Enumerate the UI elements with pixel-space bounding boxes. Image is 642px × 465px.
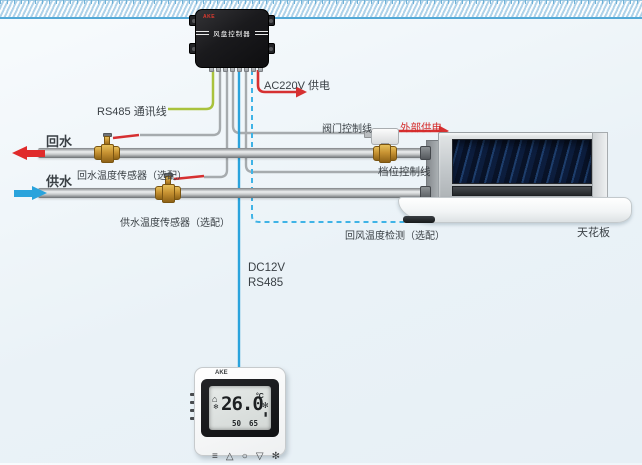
thermostat: AKE ⌂ ❄ 26.0 °C ✻ ▮ 50 65 ≡ △ ○ ▽ ✻ <box>194 367 286 462</box>
fan-status-icon: ✻ <box>262 401 269 410</box>
ac-power-wire <box>256 70 296 94</box>
return-pipe-union-nut <box>420 146 431 160</box>
return-air-label: 回风温度检测（选配） <box>345 231 445 242</box>
ceiling-slab <box>0 0 642 19</box>
thermostat-vent-slit <box>190 401 196 404</box>
supply-flow-arrow-shaft <box>14 190 32 197</box>
supply-water-label: 供水 <box>46 174 73 189</box>
return-flow-arrow-icon <box>12 146 27 160</box>
temp-down-icon: ▽ <box>255 451 264 462</box>
fan-coil-outlet-slot <box>452 186 592 196</box>
thermostat-vent-slit <box>190 393 196 396</box>
external-power-label: 外部供电 <box>400 122 442 134</box>
temperature-readout: 26.0 <box>221 393 264 415</box>
controller-decor-line <box>254 31 268 35</box>
ceiling-slab-ticks <box>0 0 642 4</box>
return-water-pipe <box>38 148 440 158</box>
thermostat-brand: AKE <box>215 370 228 376</box>
bus-rs485-label: RS485 <box>248 277 284 289</box>
controller-label: 风盘控制器 <box>213 31 251 38</box>
return-sensor-wire <box>140 70 222 137</box>
bus-dc12v-label: DC12V <box>248 262 286 274</box>
supply-sensor-label: 供水温度传感器（选配） <box>120 218 230 229</box>
controller-logo: AKE <box>203 14 216 20</box>
ceiling-label: 天花板 <box>577 227 610 239</box>
thermostat-vent-slit <box>190 409 196 412</box>
rs485-comm-wire <box>168 70 215 111</box>
thermostat-lcd: ⌂ ❄ 26.0 °C ✻ ▮ 50 65 <box>209 386 271 430</box>
return-sensor-hex-nut <box>101 144 114 163</box>
thermostat-face: ⌂ ❄ 26.0 °C ✻ ▮ 50 65 ≡ △ ○ ▽ ✻ <box>201 379 280 462</box>
cooling-mode-icon: ❄ <box>213 404 219 411</box>
ac220v-label: AC220V 供电 <box>264 80 331 92</box>
return-air-sensor-wire <box>251 70 404 223</box>
lcd-value-right: 65 <box>249 419 259 428</box>
supply-sensor-lead <box>173 174 205 181</box>
supply-sensor-wire <box>204 70 229 179</box>
return-sensor-label: 回水温度传感器（选配） <box>77 171 187 182</box>
return-sensor-lead <box>112 133 140 140</box>
mode-house-icon: ⌂ <box>212 394 218 404</box>
supply-sensor-hex-nut <box>162 184 175 203</box>
ac-power-arrowhead-icon <box>296 86 307 98</box>
controller-decor-line <box>196 31 210 35</box>
fan-coil-heat-exchanger <box>452 139 592 184</box>
fan-speed-icon: ✻ <box>271 451 280 462</box>
return-air-temp-probe <box>403 216 435 223</box>
power-icon: ○ <box>241 451 248 462</box>
fan-coil-endcap <box>592 132 608 200</box>
return-water-label: 回水 <box>46 134 73 149</box>
return-flow-arrow-shaft <box>27 150 45 157</box>
speed-control-label: 档位控制线 <box>378 166 431 178</box>
supply-flow-arrow-icon <box>32 186 47 200</box>
fan-speed-bar-icon: ▮ <box>264 412 268 418</box>
temperature-unit: °C <box>256 393 264 400</box>
thermostat-vent-slit <box>190 417 196 420</box>
supply-water-pipe <box>38 188 440 198</box>
ceiling-panel <box>398 197 632 223</box>
fan-coil-controller: AKE 风盘控制器 <box>195 9 269 68</box>
lcd-value-left: 50 <box>232 419 242 428</box>
valve-hex-nut <box>379 144 391 163</box>
thermostat-button-row: ≡ △ ○ ▽ ✻ <box>207 449 285 465</box>
rs485-comm-label: RS485 通讯线 <box>97 106 167 118</box>
valve-control-label: 阀门控制线 <box>322 124 372 135</box>
menu-icon: ≡ <box>212 451 218 462</box>
temp-up-icon: △ <box>225 451 234 462</box>
